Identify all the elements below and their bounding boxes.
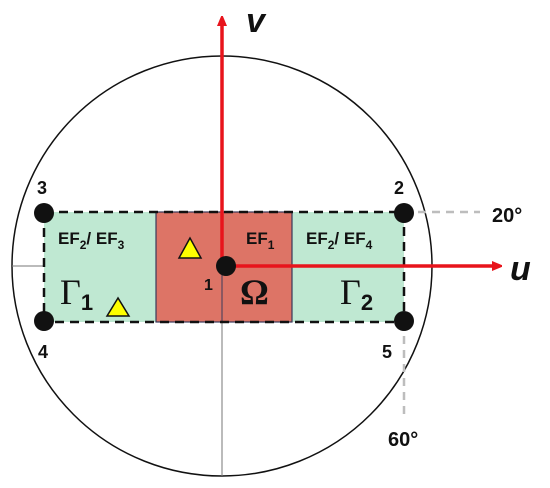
right-region-label: EF2/ EF4 <box>306 229 373 252</box>
triangle-marker-omega <box>177 236 203 259</box>
gamma-1-label: Γ1 <box>60 272 93 315</box>
point-4-label: 4 <box>38 342 48 362</box>
point-2-label: 2 <box>394 178 404 198</box>
ef1-label: EF1 <box>246 229 275 252</box>
point-3-label: 3 <box>37 178 47 198</box>
triangle-marker-gamma-1 <box>105 296 131 317</box>
point-5 <box>394 311 414 331</box>
u-axis-label: u <box>510 250 531 288</box>
dashed-boundary <box>42 210 406 324</box>
omega-label: Ω <box>240 272 269 312</box>
point-2 <box>394 203 414 223</box>
gamma-2-label: Γ2 <box>340 272 373 315</box>
point-1-label: 1 <box>204 277 213 294</box>
left-region-label: EF2/ EF3 <box>58 229 125 252</box>
point-1 <box>216 256 236 276</box>
point-5-label: 5 <box>382 342 392 362</box>
v-axis-label: v <box>246 2 267 40</box>
point-3 <box>34 203 54 223</box>
angle-label-upper: 20° <box>492 205 522 227</box>
point-4 <box>34 311 54 331</box>
gamma-1-region <box>44 212 156 322</box>
angle-label-lower: 60° <box>388 429 418 451</box>
